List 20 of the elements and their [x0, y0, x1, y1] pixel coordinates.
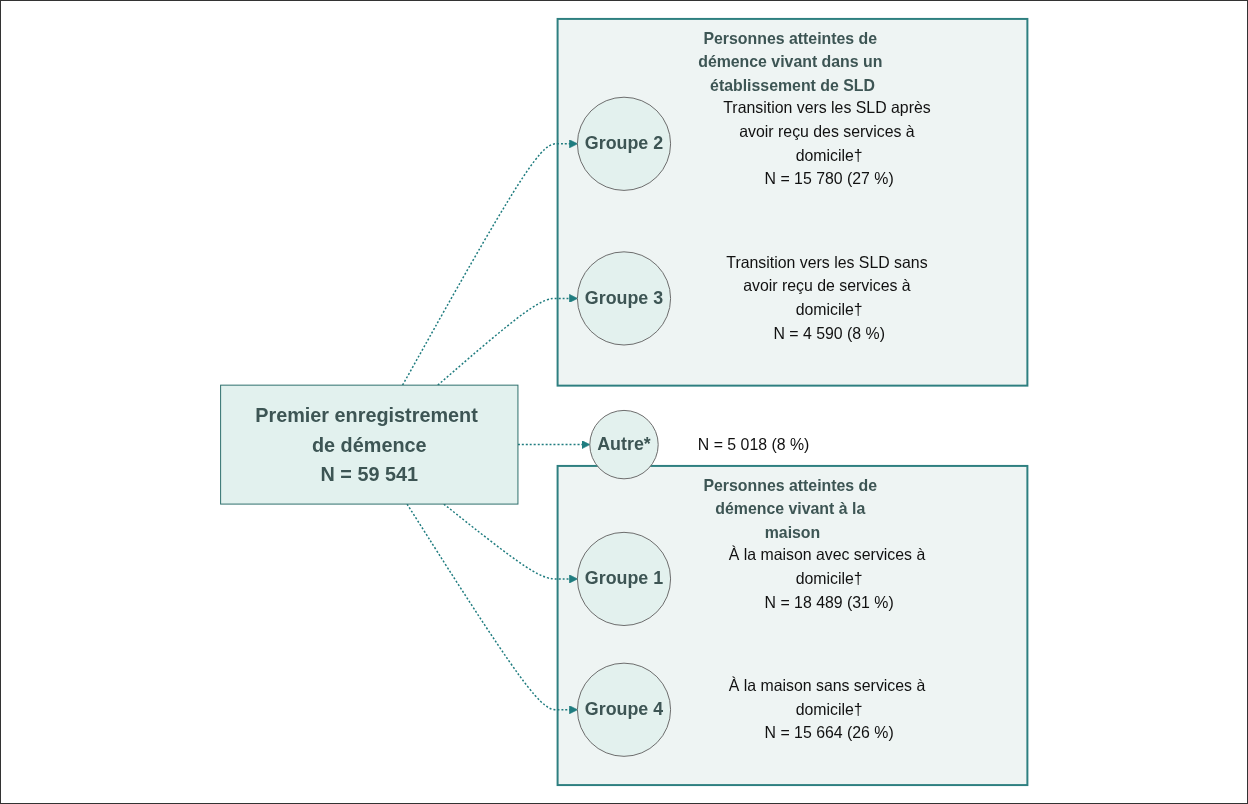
node-circle: Groupe 2	[576, 96, 672, 191]
arrow	[437, 294, 578, 386]
node-label: À la maison avec services à domicile†	[728, 546, 926, 587]
node-label: Transition vers les SLD sans avoir reçu de services à domicile†	[726, 253, 928, 319]
node-label: N = 5 018 (8 %)	[697, 435, 810, 453]
node-circle: Autre*	[589, 409, 659, 480]
node-box: Premier enregistrement de démence N = 59 541	[220, 384, 519, 505]
node-circle: Groupe 3	[576, 251, 672, 346]
arrow	[406, 503, 578, 715]
node-label: N = 15 780 (27 %)	[764, 170, 894, 188]
node-label: N = 18 489 (31 %)	[764, 593, 894, 611]
node-circle: Groupe 1	[576, 531, 672, 626]
node-label: N = 4 590 (8 %)	[773, 325, 885, 343]
arrow	[443, 503, 578, 584]
node-label: N = 15 664 (26 %)	[764, 724, 894, 742]
node-circle: Groupe 4	[576, 662, 672, 757]
node-label: À la maison sans services à domicile†	[728, 677, 926, 718]
arrow	[517, 440, 591, 449]
arrow	[401, 139, 578, 386]
node-label: Transition vers les SLD après avoir reçu des services à domicile†	[723, 99, 931, 164]
